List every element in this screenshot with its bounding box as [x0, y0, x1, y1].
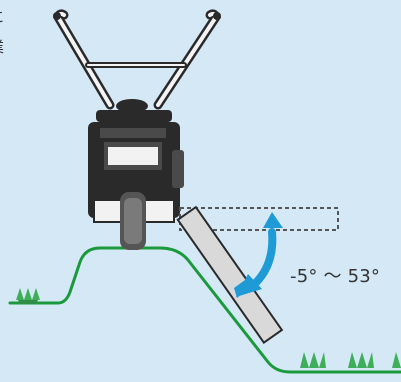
rotation-arrow-icon — [234, 212, 283, 298]
tiller-machine-icon — [88, 99, 184, 250]
seedling-icon — [300, 352, 326, 368]
caption-line-1: に — [0, 6, 4, 27]
adjustable-plate-icon — [176, 205, 284, 345]
seedling-icon — [348, 352, 374, 368]
reference-position-outline — [179, 207, 339, 231]
seedling-icon — [392, 352, 401, 368]
caption-line-2: 業 — [0, 36, 4, 57]
seedling-icon — [16, 288, 40, 304]
handlebar-icon — [52, 9, 222, 110]
angle-range-label: -5° ～ 53° — [290, 266, 381, 287]
